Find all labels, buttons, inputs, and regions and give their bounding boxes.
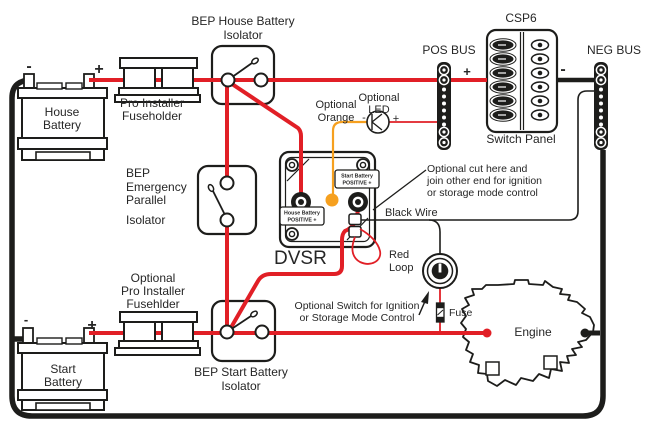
neg-bus-bar bbox=[594, 62, 608, 150]
label-csp6: CSP6 bbox=[505, 11, 537, 25]
svg-text:or storage mode control: or storage mode control bbox=[427, 187, 538, 199]
terminal bbox=[220, 72, 236, 88]
red-loop-wire bbox=[351, 228, 382, 265]
label-fuse: Fuse bbox=[449, 307, 473, 319]
dvsr-house-feed-wire bbox=[227, 80, 303, 202]
text-labels: BEP House Battery Isolator CSP6 POS BUS … bbox=[43, 11, 641, 393]
engine-negative-dot bbox=[580, 328, 590, 338]
svg-text:or Storage Mode Control: or Storage Mode Control bbox=[300, 312, 415, 324]
label-pro-installer: Pro Installer bbox=[120, 96, 184, 110]
svg-text:Emergency: Emergency bbox=[126, 180, 187, 194]
svg-text:POSITIVE +: POSITIVE + bbox=[343, 181, 372, 187]
label-optional-orange: Optional bbox=[316, 99, 357, 111]
led-minus-sign: - bbox=[362, 112, 366, 124]
annotations bbox=[372, 169, 429, 316]
svg-text:Loop: Loop bbox=[389, 262, 413, 274]
optional-led-symbol bbox=[366, 110, 390, 134]
switch-handle bbox=[207, 183, 215, 193]
terminal bbox=[219, 212, 235, 228]
start-battery bbox=[17, 327, 108, 411]
key-slot bbox=[438, 263, 442, 273]
dvsr-details bbox=[279, 169, 382, 265]
svg-text:Fuseholder: Fuseholder bbox=[122, 109, 182, 123]
pro-installer-fuseholder bbox=[114, 57, 201, 103]
indicator-column bbox=[530, 39, 550, 121]
ignition-note-arrowhead bbox=[421, 291, 429, 304]
switch-handle bbox=[251, 57, 259, 65]
start-plus-sign: + bbox=[87, 317, 96, 334]
house-plus-sign: + bbox=[94, 61, 103, 78]
house-minus-sign: - bbox=[26, 58, 31, 75]
label-switch-panel: Switch Panel bbox=[486, 132, 555, 146]
terminal bbox=[254, 324, 270, 340]
label-black-wire: Black Wire bbox=[385, 207, 438, 219]
svg-text:Fusehlder: Fusehlder bbox=[126, 297, 179, 311]
optional-orange-wire bbox=[331, 120, 367, 196]
rocker-switch-column bbox=[489, 38, 517, 122]
house-battery bbox=[17, 73, 108, 161]
negbus-minus-sign: - bbox=[560, 61, 565, 78]
dvsr-black-signal-wire bbox=[361, 90, 594, 254]
engine bbox=[460, 279, 595, 387]
csp6-switch-panel bbox=[485, 28, 559, 134]
label-dvsr: DVSR bbox=[274, 248, 327, 269]
label-pos-bus: POS BUS bbox=[422, 43, 475, 57]
label-bep-start-isolator: BEP Start Battery bbox=[194, 365, 288, 379]
label-neg-bus: NEG BUS bbox=[587, 43, 641, 57]
svg-text:join other end for ignition: join other end for ignition bbox=[426, 175, 542, 187]
start-battery-neg-post bbox=[22, 327, 34, 344]
ignition-key-switch bbox=[422, 253, 458, 289]
dvsr-signal-connector bbox=[348, 213, 362, 226]
label-dvsr-start-terminal: Start Battery bbox=[341, 174, 373, 180]
switch-handle bbox=[250, 310, 258, 318]
start-isolator-switch bbox=[219, 310, 270, 340]
label-house-battery: House bbox=[45, 105, 80, 119]
terminal bbox=[253, 72, 269, 88]
svg-text:Isolator: Isolator bbox=[221, 379, 260, 393]
dvsr-signal-connector bbox=[348, 225, 362, 238]
dvsr-corner-screws bbox=[285, 158, 370, 241]
terminal bbox=[219, 175, 235, 191]
svg-text:Parallel: Parallel bbox=[126, 193, 166, 207]
dvsr-start-label-plate bbox=[334, 169, 380, 189]
label-bep-house-isolator: BEP House Battery bbox=[191, 14, 294, 28]
polarity-signs: - + + - - + - + bbox=[24, 58, 566, 334]
label-start-battery: Start bbox=[50, 362, 76, 376]
svg-text:POSITIVE +: POSITIVE + bbox=[288, 218, 317, 224]
svg-text:Pro Installer: Pro Installer bbox=[121, 284, 185, 298]
label-ignition-note: Optional Switch for Ignition bbox=[295, 300, 420, 312]
label-cut-note: Optional cut here and bbox=[427, 163, 528, 175]
svg-text:Isolator: Isolator bbox=[126, 213, 165, 227]
posbus-plus-sign: + bbox=[463, 64, 471, 79]
led-plus-sign: + bbox=[393, 113, 399, 125]
pos-bus-bar bbox=[437, 62, 451, 150]
svg-text:Battery: Battery bbox=[43, 118, 81, 132]
terminal bbox=[219, 324, 235, 340]
emergency-isolator-switch bbox=[207, 175, 235, 228]
dvsr-house-label-plate bbox=[279, 206, 325, 226]
label-dvsr-house-terminal: House Battery bbox=[284, 211, 320, 217]
house-isolator-switch bbox=[220, 57, 269, 88]
fuse-symbol bbox=[435, 302, 445, 323]
start-minus-sign: - bbox=[24, 312, 28, 327]
ignition-switch-branch-wire bbox=[428, 219, 441, 254]
svg-text:Battery: Battery bbox=[44, 375, 82, 389]
engine-connections bbox=[482, 328, 600, 338]
svg-text:Isolator: Isolator bbox=[223, 28, 262, 42]
cut-note-pointer bbox=[372, 169, 427, 211]
label-engine: Engine bbox=[514, 325, 552, 339]
label-optional-led: Optional bbox=[359, 92, 400, 104]
svg-text:Orange: Orange bbox=[318, 112, 355, 124]
label-emergency-isolator: BEP bbox=[126, 166, 150, 180]
label-red-loop: Red bbox=[389, 249, 409, 261]
optional-pro-installer-fuseholder bbox=[114, 311, 201, 356]
engine-positive-dot bbox=[482, 328, 492, 338]
house-battery-neg-post bbox=[23, 73, 35, 90]
svg-text:LED: LED bbox=[368, 104, 389, 116]
label-optional-fuseholder: Optional bbox=[131, 271, 176, 285]
dvsr-orange-terminal bbox=[325, 193, 339, 207]
